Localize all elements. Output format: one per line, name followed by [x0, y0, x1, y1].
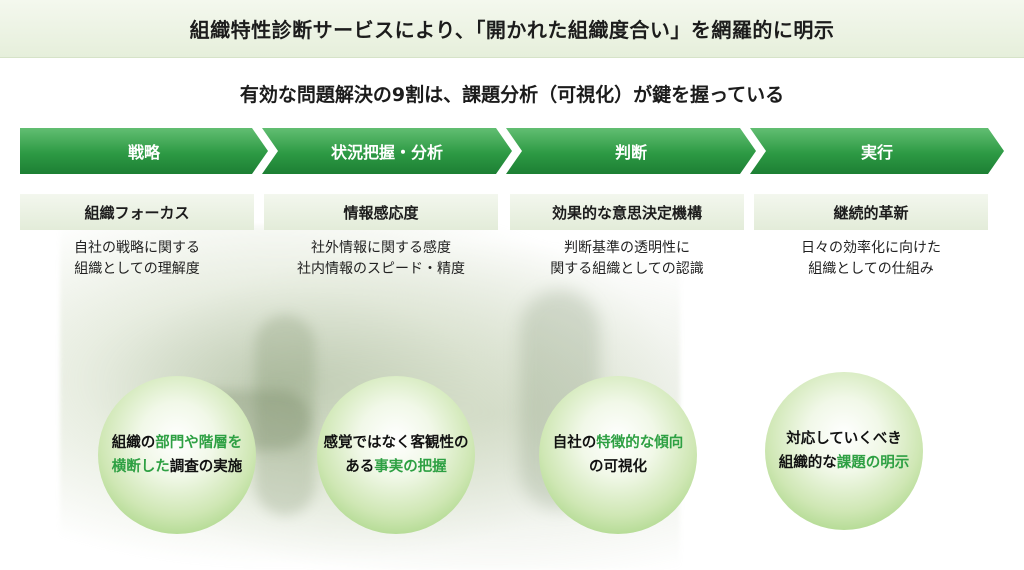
description-line: 組織としての仕組み — [808, 261, 934, 277]
stage-arrow-analysis: 状況把握・分析 — [262, 128, 512, 174]
circle-highlight-text: 横断した — [111, 459, 170, 475]
circle-line: 自社の特徴的な傾向 — [553, 431, 684, 455]
circle-text: 自社の — [552, 435, 597, 451]
banner-title: 組織特性診断サービスにより、「開かれた組織度合い」を網羅的に明示 — [189, 18, 835, 42]
circle-line: 組織的な課題の明示 — [779, 451, 910, 475]
circle-line: 組織の部門や階層を — [112, 431, 243, 455]
circle-text: ある — [345, 459, 375, 475]
circle-highlight-text: 特徴的な傾向 — [596, 435, 684, 451]
circle-line: 横断した調査の実施 — [112, 455, 243, 479]
description-strategy: 自社の戦略に関する 組織としての理解度 — [20, 238, 254, 280]
stage-label: 判断 — [614, 143, 647, 162]
page-subtitle: 有効な問題解決の9割は、課題分析（可視化）が鍵を握っている — [239, 84, 785, 106]
description-analysis: 社外情報に関する感度 社内情報のスピード・精度 — [264, 238, 498, 280]
top-banner: 組織特性診断サービスにより、「開かれた組織度合い」を網羅的に明示 — [0, 0, 1024, 58]
description-execution: 日々の効率化に向けた 組織としての仕組み — [754, 238, 988, 280]
circle-line: ある事実の把握 — [345, 455, 447, 479]
circle-line: 対応していくべき — [786, 427, 902, 451]
background-photo-figure — [255, 315, 315, 515]
stage-arrow-judgement: 判断 — [506, 128, 756, 174]
circle-highlight-text: 事実の把握 — [374, 459, 447, 475]
description-judgement: 判断基準の透明性に 関する組織としての認識 — [510, 238, 744, 280]
result-circle-analysis: 感覚ではなく客観性の ある事実の把握 — [317, 376, 475, 534]
focus-box-judgement: 効果的な意思決定機構 — [510, 194, 744, 230]
description-line: 社外情報に関する感度 — [311, 240, 451, 256]
circle-highlight-text: 課題の明示 — [836, 455, 910, 471]
stage-label: 戦略 — [127, 143, 160, 162]
circle-text: 組織的な — [778, 455, 837, 471]
description-line: 判断基準の透明性に — [564, 240, 690, 256]
focus-label: 情報感応度 — [343, 203, 419, 222]
stage-arrow-strategy: 戦略 — [20, 128, 268, 174]
circle-text: 対応していくべき — [786, 431, 902, 447]
circle-text: 感覚ではなく客観性の — [323, 435, 469, 451]
focus-label: 組織フォーカス — [84, 203, 190, 222]
circle-line: 感覚ではなく客観性の — [324, 431, 469, 455]
focus-box-strategy: 組織フォーカス — [20, 194, 254, 230]
description-line: 組織としての理解度 — [74, 261, 200, 277]
circle-highlight-text: 部門や階層を — [155, 435, 243, 451]
circle-text: の可視化 — [589, 459, 647, 475]
focus-box-analysis: 情報感応度 — [264, 194, 498, 230]
circle-line: の可視化 — [589, 455, 647, 479]
description-line: 関する組織としての認識 — [550, 261, 704, 277]
result-circle-execution: 対応していくべき 組織的な課題の明示 — [765, 372, 923, 530]
circle-text: 組織の — [111, 435, 156, 451]
stage-label: 実行 — [860, 143, 893, 162]
description-line: 社内情報のスピード・精度 — [297, 261, 465, 277]
stage-label: 状況把握・分析 — [330, 143, 443, 162]
description-line: 日々の効率化に向けた — [801, 240, 941, 256]
circle-text: 調査の実施 — [169, 459, 243, 475]
stage-arrow-execution: 実行 — [750, 128, 1004, 174]
focus-label: 効果的な意思決定機構 — [551, 203, 702, 222]
result-circle-judgement: 自社の特徴的な傾向 の可視化 — [539, 376, 697, 534]
focus-label: 継続的革新 — [833, 203, 909, 222]
description-line: 自社の戦略に関する — [74, 240, 200, 256]
focus-box-execution: 継続的革新 — [754, 194, 988, 230]
result-circle-strategy: 組織の部門や階層を 横断した調査の実施 — [98, 376, 256, 534]
